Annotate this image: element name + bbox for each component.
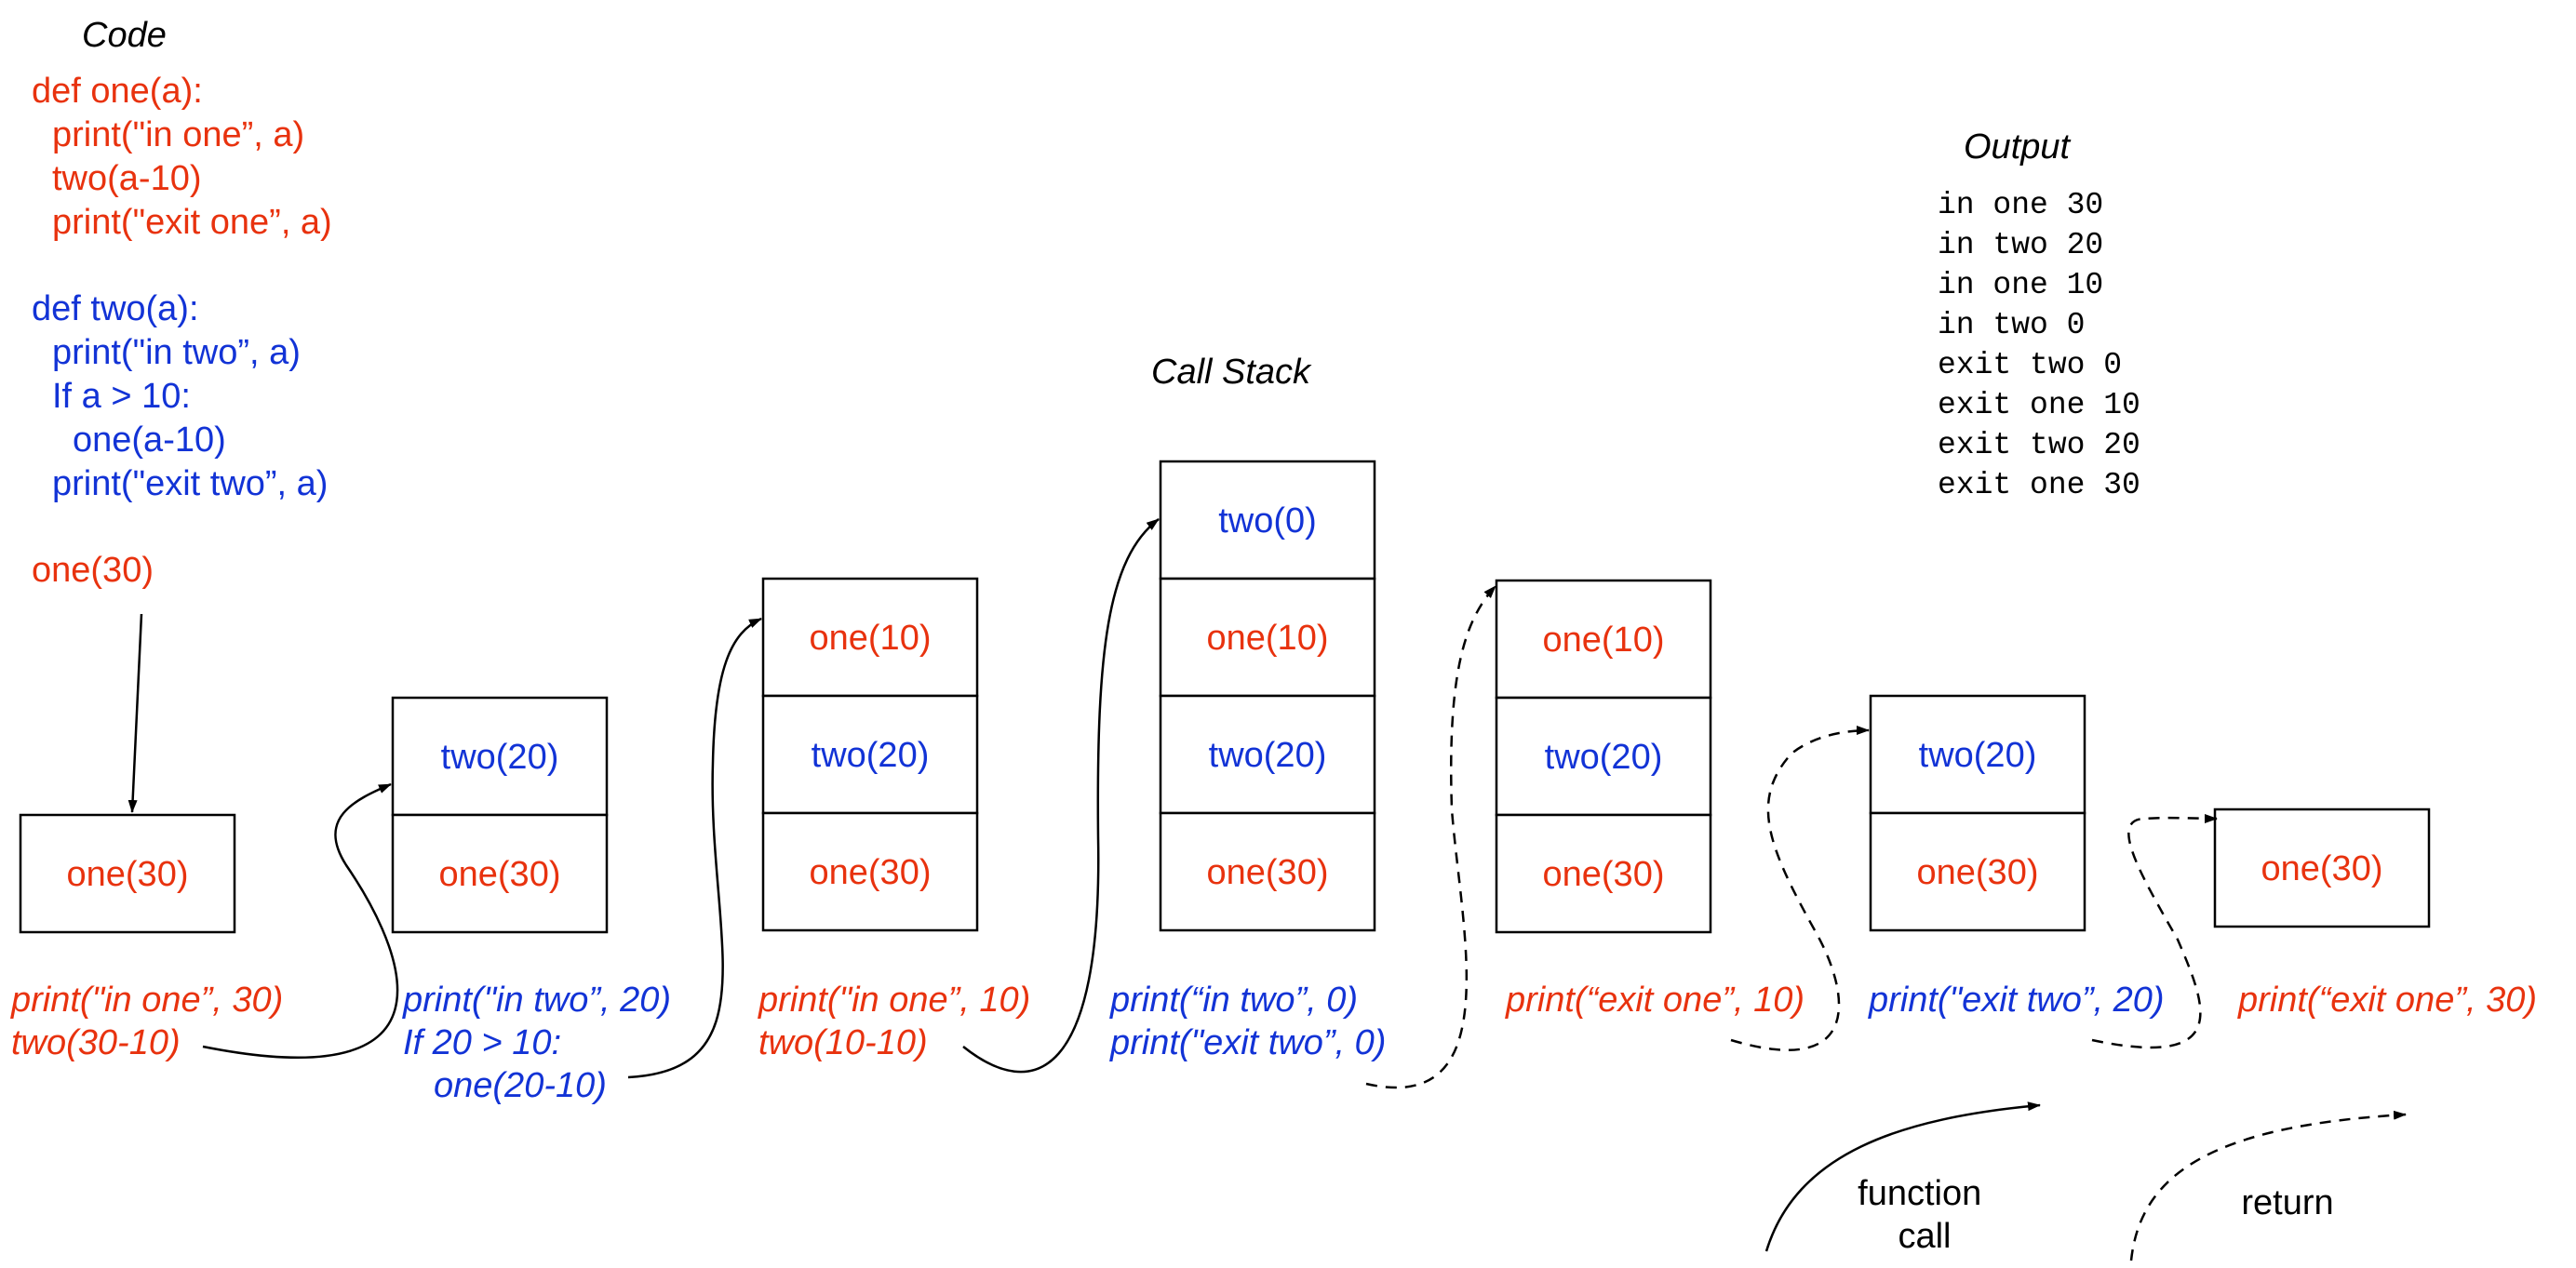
note-line: two(30-10) bbox=[11, 1023, 181, 1062]
stack-frame-label: two(20) bbox=[441, 738, 559, 777]
stack-frame-box bbox=[1869, 694, 2086, 815]
code-line: print("exit one”, a) bbox=[52, 203, 332, 242]
stack-frame-label: two(0) bbox=[1218, 501, 1317, 541]
stack-frame-label: one(30) bbox=[1917, 853, 2039, 892]
return-arrow-1 bbox=[1365, 585, 1496, 1089]
return-arrow-3 bbox=[2091, 813, 2218, 1049]
stack-frame-box bbox=[1495, 579, 1712, 700]
stack-frame-box bbox=[761, 577, 979, 698]
note-line: print("exit two”, 0) bbox=[1109, 1023, 1386, 1062]
stack-frame-box bbox=[19, 813, 236, 934]
note-line: print("in one”, 10) bbox=[758, 981, 1030, 1020]
output-line: exit one 30 bbox=[1938, 468, 2140, 502]
stack-frame-label: one(30) bbox=[67, 855, 189, 894]
stack-frame-label: two(20) bbox=[1209, 736, 1327, 775]
output-listing: in one 30 in two 20 in one 10 in two 0 exit … bbox=[1938, 188, 2140, 502]
output-line: exit two 0 bbox=[1938, 348, 2122, 382]
note-line: two(10-10) bbox=[758, 1023, 928, 1062]
initial-call-arrow bbox=[127, 613, 143, 813]
output-line: exit one 10 bbox=[1938, 388, 2140, 422]
stack-frame-label: one(30) bbox=[1207, 853, 1329, 892]
call-arrow-3 bbox=[962, 518, 1160, 1074]
note-line: print(“exit one”, 30) bbox=[2237, 981, 2537, 1020]
stack-frame-label: one(10) bbox=[1543, 621, 1665, 660]
stack-frame-box bbox=[1159, 811, 1376, 932]
legend-call-label: function call bbox=[1858, 1174, 1992, 1256]
note-line: print("in two”, 20) bbox=[402, 981, 671, 1020]
step-note-6: print("exit two”, 20) bbox=[1868, 981, 2165, 1020]
stack-frame-label: two(20) bbox=[812, 736, 930, 775]
stack-frame-box bbox=[1869, 811, 2086, 932]
code-line: print("in one”, a) bbox=[52, 115, 304, 154]
stack-frame-box bbox=[391, 696, 609, 817]
call-arrow-1 bbox=[202, 782, 399, 1059]
note-line: one(20-10) bbox=[434, 1066, 607, 1105]
stack-frame-box bbox=[1495, 813, 1712, 934]
output-line: in one 30 bbox=[1938, 188, 2103, 222]
stack-frame-box bbox=[761, 811, 979, 932]
code-line: print("in two”, a) bbox=[52, 333, 301, 372]
output-line: in two 20 bbox=[1938, 228, 2103, 262]
note-line: If 20 > 10: bbox=[403, 1023, 561, 1062]
code-line: def one(a): bbox=[32, 72, 203, 111]
code-line: def two(a): bbox=[32, 289, 199, 328]
note-line: print("in one”, 30) bbox=[10, 981, 283, 1020]
legend-call-arrow bbox=[1764, 1101, 2041, 1252]
stack-frame-label: one(10) bbox=[1207, 619, 1329, 658]
code-line: If a > 10: bbox=[52, 377, 191, 416]
call-arrow-2 bbox=[627, 617, 762, 1079]
stack-frame-label: one(30) bbox=[810, 853, 932, 892]
stack-6: two(20) one(30) bbox=[1869, 694, 2086, 932]
output-line: in one 10 bbox=[1938, 268, 2103, 302]
stack-frame-box bbox=[1495, 696, 1712, 817]
note-line: print(“in two”, 0) bbox=[1109, 981, 1358, 1020]
stack-5: one(10) two(20) one(30) bbox=[1495, 579, 1712, 934]
note-line: print(“exit one”, 10) bbox=[1505, 981, 1805, 1020]
code-line: print("exit two”, a) bbox=[52, 464, 328, 503]
stack-frame-label: one(30) bbox=[1543, 855, 1665, 894]
output-line: in two 0 bbox=[1938, 308, 2085, 342]
step-notes: print("in one”, 30)two(30-10) print("in t… bbox=[10, 981, 2537, 1105]
step-note-7: print(“exit one”, 30) bbox=[2237, 981, 2537, 1020]
code-line: one(30) bbox=[32, 551, 154, 590]
code-title: Code bbox=[82, 16, 167, 55]
output-title: Output bbox=[1964, 127, 2072, 167]
call-stacks: one(30) two(20) one(30) one(10) two(20) one(3… bbox=[19, 460, 2431, 934]
call-stack-title: Call Stack bbox=[1151, 353, 1312, 392]
stack-frame-label: two(20) bbox=[1545, 738, 1663, 777]
stack-frame-box bbox=[2213, 808, 2431, 928]
stack-2: two(20) one(30) bbox=[391, 696, 609, 934]
stack-4: two(0) one(10) two(20) one(30) bbox=[1159, 460, 1376, 932]
stack-3: one(10) two(20) one(30) bbox=[761, 577, 979, 932]
stack-frame-label: two(20) bbox=[1919, 736, 2037, 775]
step-note-5: print(“exit one”, 10) bbox=[1505, 981, 1805, 1020]
stack-frame-box bbox=[391, 813, 609, 934]
stack-frame-label: one(30) bbox=[439, 855, 561, 894]
stack-7: one(30) bbox=[2213, 808, 2431, 928]
note-line: print("exit two”, 20) bbox=[1868, 981, 2165, 1020]
stack-1: one(30) bbox=[19, 813, 236, 934]
code-line: two(a-10) bbox=[52, 159, 202, 198]
output-line: exit two 20 bbox=[1938, 428, 2140, 462]
step-note-4: print(“in two”, 0)print("exit two”, 0) bbox=[1109, 981, 1386, 1062]
step-note-1: print("in one”, 30)two(30-10) bbox=[10, 981, 283, 1062]
step-note-3: print("in one”, 10)two(10-10) bbox=[758, 981, 1030, 1062]
code-listing: def one(a): print("in one”, a) two(a-10) pr… bbox=[32, 72, 332, 590]
step-note-2: print("in two”, 20)If 20 > 10: one(20-10) bbox=[402, 981, 671, 1105]
code-line: one(a-10) bbox=[73, 420, 226, 460]
stack-frame-label: one(10) bbox=[810, 619, 932, 658]
stack-frame-label: one(30) bbox=[2261, 849, 2383, 888]
stack-frame-box bbox=[1159, 577, 1376, 698]
legend-return-label: return bbox=[2241, 1183, 2333, 1222]
return-arrow-2 bbox=[1730, 726, 1870, 1051]
